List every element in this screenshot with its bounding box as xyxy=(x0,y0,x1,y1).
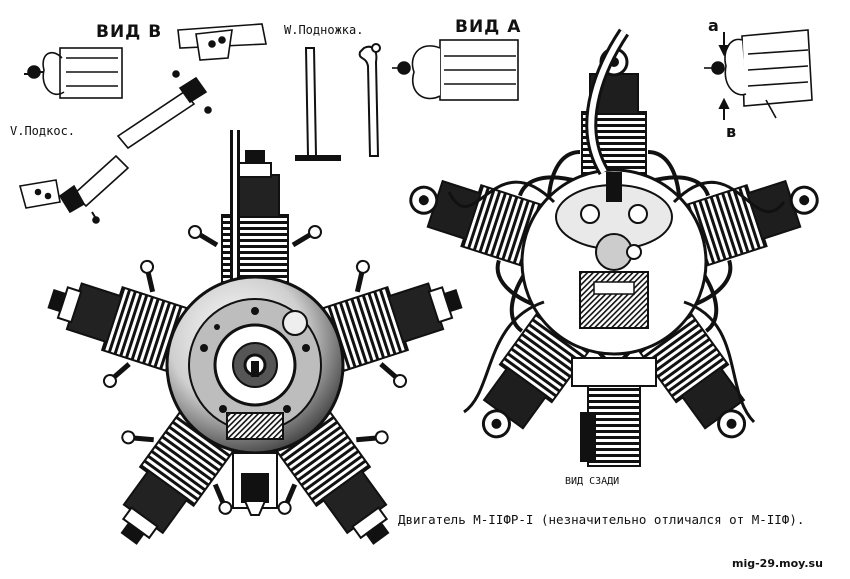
front-engine xyxy=(30,130,480,578)
view-b-sketch xyxy=(24,23,267,99)
view-a-label: ВИД А xyxy=(455,17,522,37)
strut-sketch xyxy=(18,70,212,224)
figure-caption: Двигатель М-IIФР-I (незначительно отлича… xyxy=(398,512,805,527)
watermark: mig-29.moy.su xyxy=(732,557,823,570)
rear-engine xyxy=(389,28,839,473)
arrow-a-label: а xyxy=(708,16,719,35)
arrow-b-label: в xyxy=(726,122,737,141)
strut-label: V.Подкос. xyxy=(10,124,76,138)
view-a-sketch xyxy=(392,29,813,119)
footrest-label: W.Подножка. xyxy=(284,23,364,37)
view-arrows xyxy=(718,32,730,120)
view-b-label: ВИД В xyxy=(96,22,163,42)
rear-view-label: ВИД СЗАДИ xyxy=(565,476,620,487)
footrest-sketch xyxy=(295,43,381,161)
